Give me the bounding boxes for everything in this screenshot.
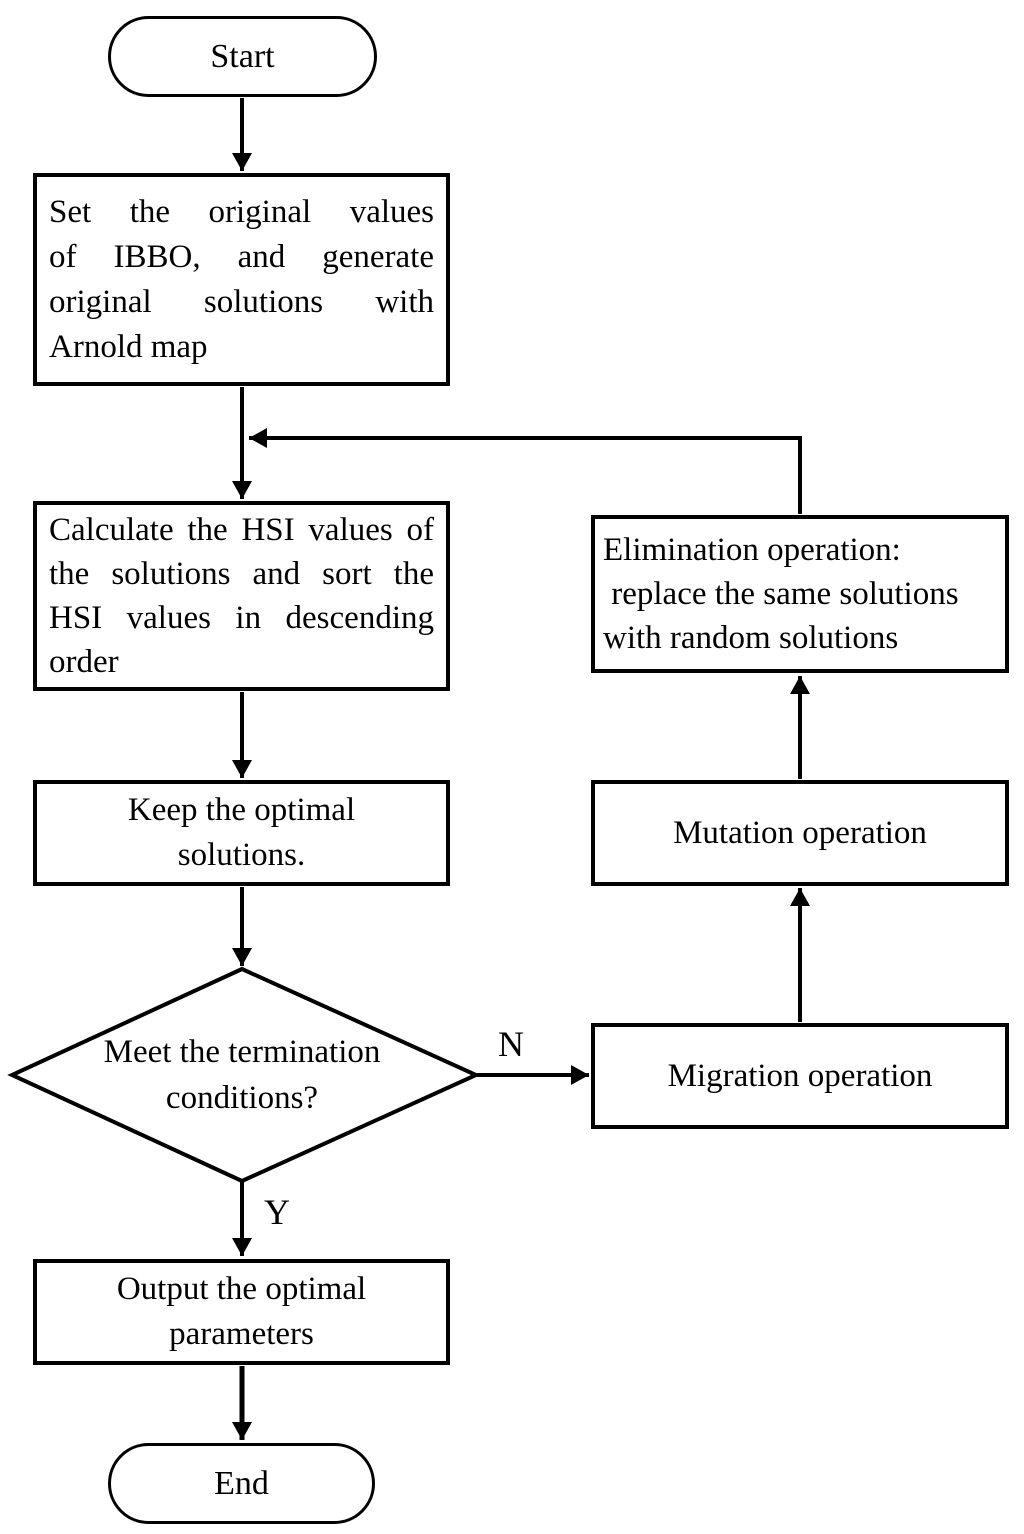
node-start-label: Start xyxy=(210,38,275,75)
node-migration-label: Migration operation xyxy=(667,1057,933,1094)
node-elimination-process: Elimination operation: replace the same … xyxy=(591,515,1009,673)
node-migration-process: Migration operation xyxy=(591,1023,1009,1129)
node-end-label: End xyxy=(214,1465,269,1502)
node-calc-line-3: HSI values in descending xyxy=(49,600,434,636)
node-output-line-1: Output the optimal xyxy=(116,1271,367,1307)
node-elimination-line-3: with random solutions xyxy=(603,620,899,656)
node-init-process: Set the original values of IBBO, and gen… xyxy=(33,173,450,386)
node-keep-process: Keep the optimal solutions. xyxy=(33,780,450,886)
node-keep-line-1: Keep the optimal xyxy=(127,792,356,828)
edge-label-yes: Y xyxy=(264,1192,290,1232)
node-init-line-4: Arnold map xyxy=(49,328,208,365)
node-keep-line-2: solutions. xyxy=(177,837,306,873)
node-elimination-line-1: Elimination operation: xyxy=(603,532,901,568)
node-calc-line-4: order xyxy=(49,644,119,680)
node-decision-label: Meet the termination conditions? xyxy=(62,1028,422,1122)
edge-label-no: N xyxy=(498,1024,524,1064)
node-output-process: Output the optimal parameters xyxy=(33,1259,450,1365)
node-elimination-line-2: replace the same solutions xyxy=(603,576,959,612)
node-init-line-2: of IBBO, and generate xyxy=(49,238,434,275)
node-output-line-2: parameters xyxy=(169,1316,314,1352)
node-calc-hsi-process: Calculate the HSI values of the solution… xyxy=(33,501,450,691)
node-decision-line-2: conditions? xyxy=(165,1080,319,1116)
node-mutation-process: Mutation operation xyxy=(591,780,1009,886)
node-mutation-label: Mutation operation xyxy=(673,814,927,851)
node-start-terminator: Start xyxy=(108,16,377,97)
node-calc-line-2: the solutions and sort the xyxy=(49,556,434,592)
node-decision-line-1: Meet the termination xyxy=(103,1034,381,1070)
node-calc-line-1: Calculate the HSI values of xyxy=(49,512,434,548)
node-init-line-1: Set the original values xyxy=(49,193,434,230)
node-end-terminator: End xyxy=(108,1443,375,1524)
node-init-line-3: original solutions with xyxy=(49,283,434,320)
